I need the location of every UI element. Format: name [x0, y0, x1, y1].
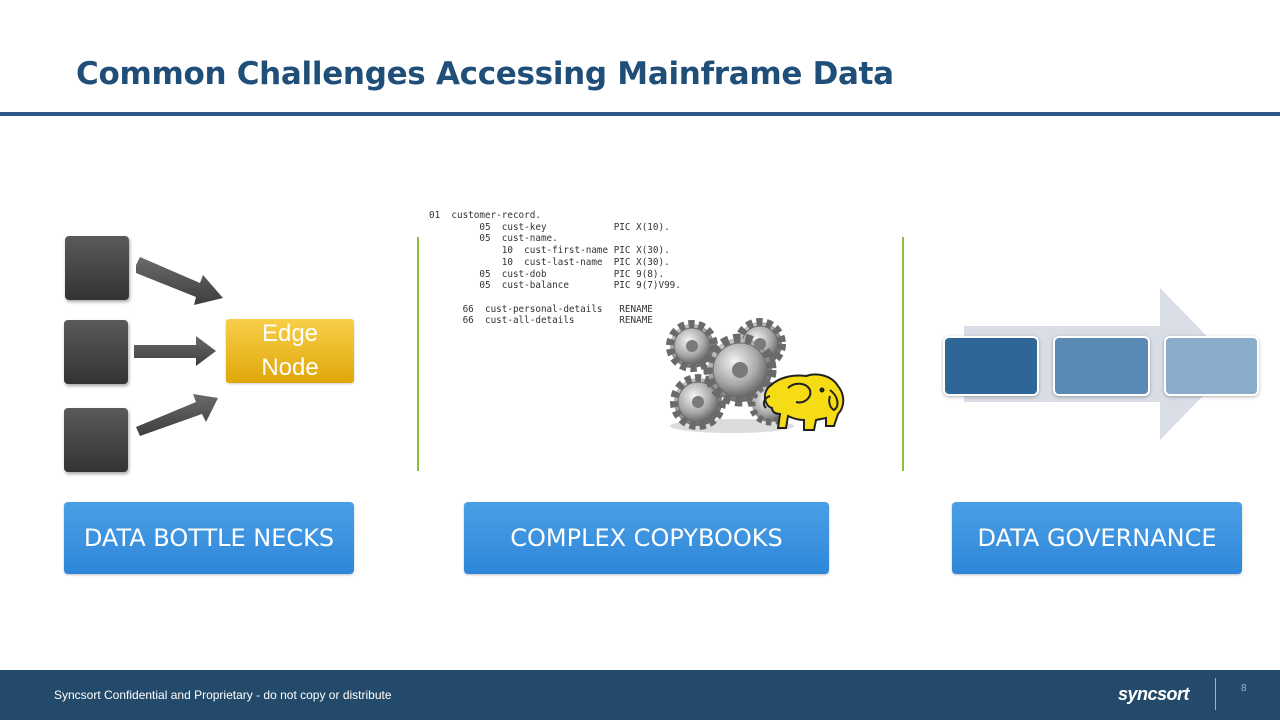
code-line: 05 cust-balance PIC 9(7)V99.	[429, 280, 681, 292]
title-divider	[0, 112, 1280, 116]
panel-divider-right	[902, 237, 904, 471]
code-line: 66 cust-personal-details RENAME	[429, 303, 653, 315]
copybook-code: 01 customer-record. 05 cust-key PIC X(10…	[429, 210, 681, 327]
code-line: 05 cust-key PIC X(10).	[429, 221, 670, 233]
edge-node-label-line2: Node	[261, 354, 319, 381]
source-box-1	[65, 236, 129, 300]
governance-step-3	[1164, 336, 1259, 396]
slide-title: Common Challenges Accessing Mainframe Da…	[76, 56, 894, 92]
code-line: 10 cust-last-name PIC X(30).	[429, 256, 670, 268]
syncsort-logo: syncsort	[1118, 684, 1190, 704]
governance-step-2	[1053, 336, 1150, 396]
source-box-2	[64, 320, 128, 384]
data-governance-button[interactable]: DATA GOVERNANCE	[952, 502, 1242, 574]
code-line: 10 cust-first-name PIC X(30).	[429, 245, 670, 257]
page-number: 8	[1241, 683, 1247, 694]
code-line: 05 cust-dob PIC 9(8).	[429, 268, 665, 280]
edge-node-label-line1: Edge	[261, 320, 319, 347]
code-line: 66 cust-all-details RENAME	[429, 315, 653, 327]
code-line: 05 cust-name.	[429, 233, 558, 245]
governance-step-1	[943, 336, 1039, 396]
arrow-icon	[134, 336, 216, 366]
data-bottle-necks-button[interactable]: DATA BOTTLE NECKS	[64, 502, 354, 574]
edge-node-box: Edge Node	[226, 319, 354, 383]
complex-copybooks-button[interactable]: COMPLEX COPYBOOKS	[464, 502, 829, 574]
panel-divider-left	[417, 237, 419, 471]
confidentiality-notice: Syncsort Confidential and Proprietary - …	[54, 688, 392, 702]
arrow-icon	[136, 394, 218, 436]
footer-bar	[0, 670, 1280, 720]
hadoop-elephant-icon	[762, 373, 845, 431]
flow-arrows	[134, 257, 223, 436]
footer-separator	[1215, 678, 1216, 710]
code-line: 01 customer-record.	[429, 210, 541, 221]
source-box-3	[64, 408, 128, 472]
arrow-icon	[136, 257, 223, 305]
